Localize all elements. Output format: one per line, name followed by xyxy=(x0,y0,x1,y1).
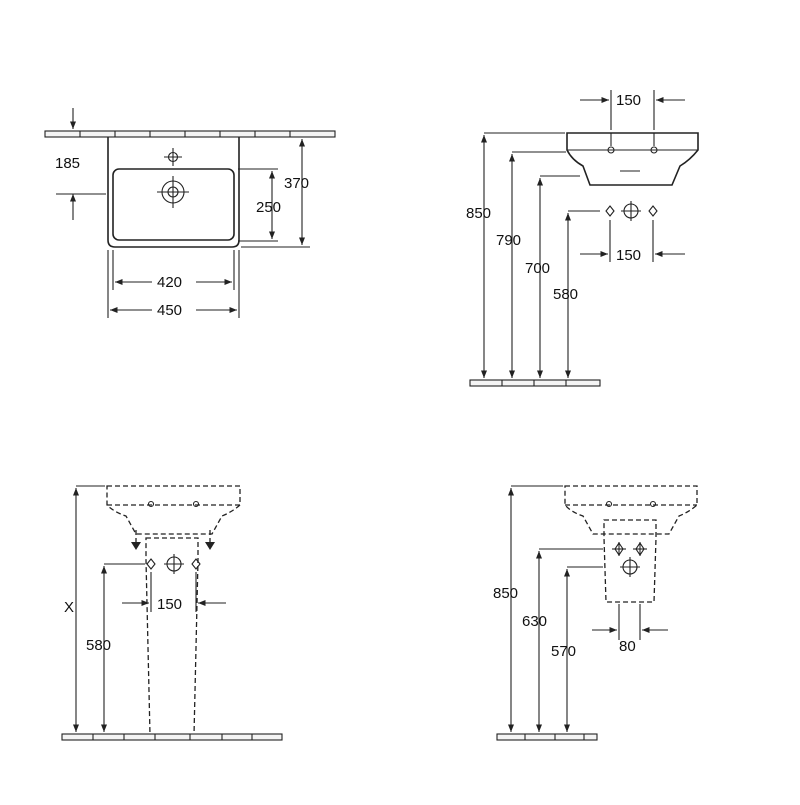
supply-connections xyxy=(605,201,658,221)
dim-bowl-width: 420 xyxy=(112,250,235,291)
basin-outline-top xyxy=(107,137,240,248)
label-siphon-630: 630 xyxy=(522,613,547,630)
wall-strip xyxy=(44,130,336,138)
label-side-580: 580 xyxy=(553,286,578,303)
basin-outline-siphon xyxy=(564,485,698,535)
label-siphon-80: 80 xyxy=(619,638,636,655)
label-pedestal-580: 580 xyxy=(86,637,111,654)
dim-lower-connection-height: 570 xyxy=(551,566,603,732)
tap-hole-cross xyxy=(164,148,182,166)
label-side-700: 700 xyxy=(525,260,550,277)
basin-outline-pedestal xyxy=(106,485,241,535)
bowl-outline-top xyxy=(112,168,235,241)
dim-upper-connection-height: 630 xyxy=(522,548,603,732)
label-450: 450 xyxy=(157,302,182,319)
dim-siphon-rim-height: 850 xyxy=(493,485,563,732)
dim-bowl-depth: 250 xyxy=(238,168,281,242)
label-side-150-top: 150 xyxy=(616,92,641,109)
label-side-150-bottom: 150 xyxy=(616,247,641,264)
top-view-drawing: 185 370 250 420 450 xyxy=(44,108,336,319)
side-view-drawing: 150 150 850 xyxy=(466,90,699,387)
drain-symbol xyxy=(157,176,189,208)
dim-tap-spacing: 150 xyxy=(580,90,685,130)
label-185: 185 xyxy=(55,155,80,172)
dim-pedestal-spacing: 150 xyxy=(122,572,226,613)
siphon-cover-view-drawing: 80 850 630 570 xyxy=(493,485,698,741)
label-siphon-850: 850 xyxy=(493,585,518,602)
label-370: 370 xyxy=(284,175,309,192)
pedestal-connections xyxy=(146,554,201,574)
label-siphon-570: 570 xyxy=(551,643,576,660)
label-420: 420 xyxy=(157,274,182,291)
siphon-cover-outline xyxy=(603,519,657,603)
dim-rim-height: 850 xyxy=(466,132,565,378)
pedestal-outline xyxy=(145,537,199,736)
dim-variable-height: X xyxy=(64,485,105,732)
label-side-850: 850 xyxy=(466,205,491,222)
dim-connection-spacing: 150 xyxy=(580,220,685,264)
dim-pedestal-connection-height: 580 xyxy=(86,563,145,732)
dim-overall-width: 450 xyxy=(107,250,240,319)
basin-profile-side xyxy=(566,132,699,186)
pedestal-view-drawing: 150 X 580 xyxy=(61,485,283,741)
dim-connection-height: 580 xyxy=(553,210,600,378)
floor-strip-pedestal xyxy=(61,733,283,741)
dim-depth-to-tap: 185 xyxy=(55,108,106,220)
dim-lower-height: 700 xyxy=(525,175,580,378)
siphon-connections xyxy=(612,542,647,577)
label-250: 250 xyxy=(256,199,281,216)
dim-overall-depth: 370 xyxy=(241,139,310,248)
label-pedestal-150: 150 xyxy=(157,596,182,613)
dim-underside-height: 790 xyxy=(496,151,566,378)
label-x: X xyxy=(64,599,74,616)
floor-strip-siphon xyxy=(496,733,598,741)
label-side-790: 790 xyxy=(496,232,521,249)
floor-strip-side xyxy=(469,379,601,387)
dim-siphon-spacing: 80 xyxy=(592,604,668,655)
